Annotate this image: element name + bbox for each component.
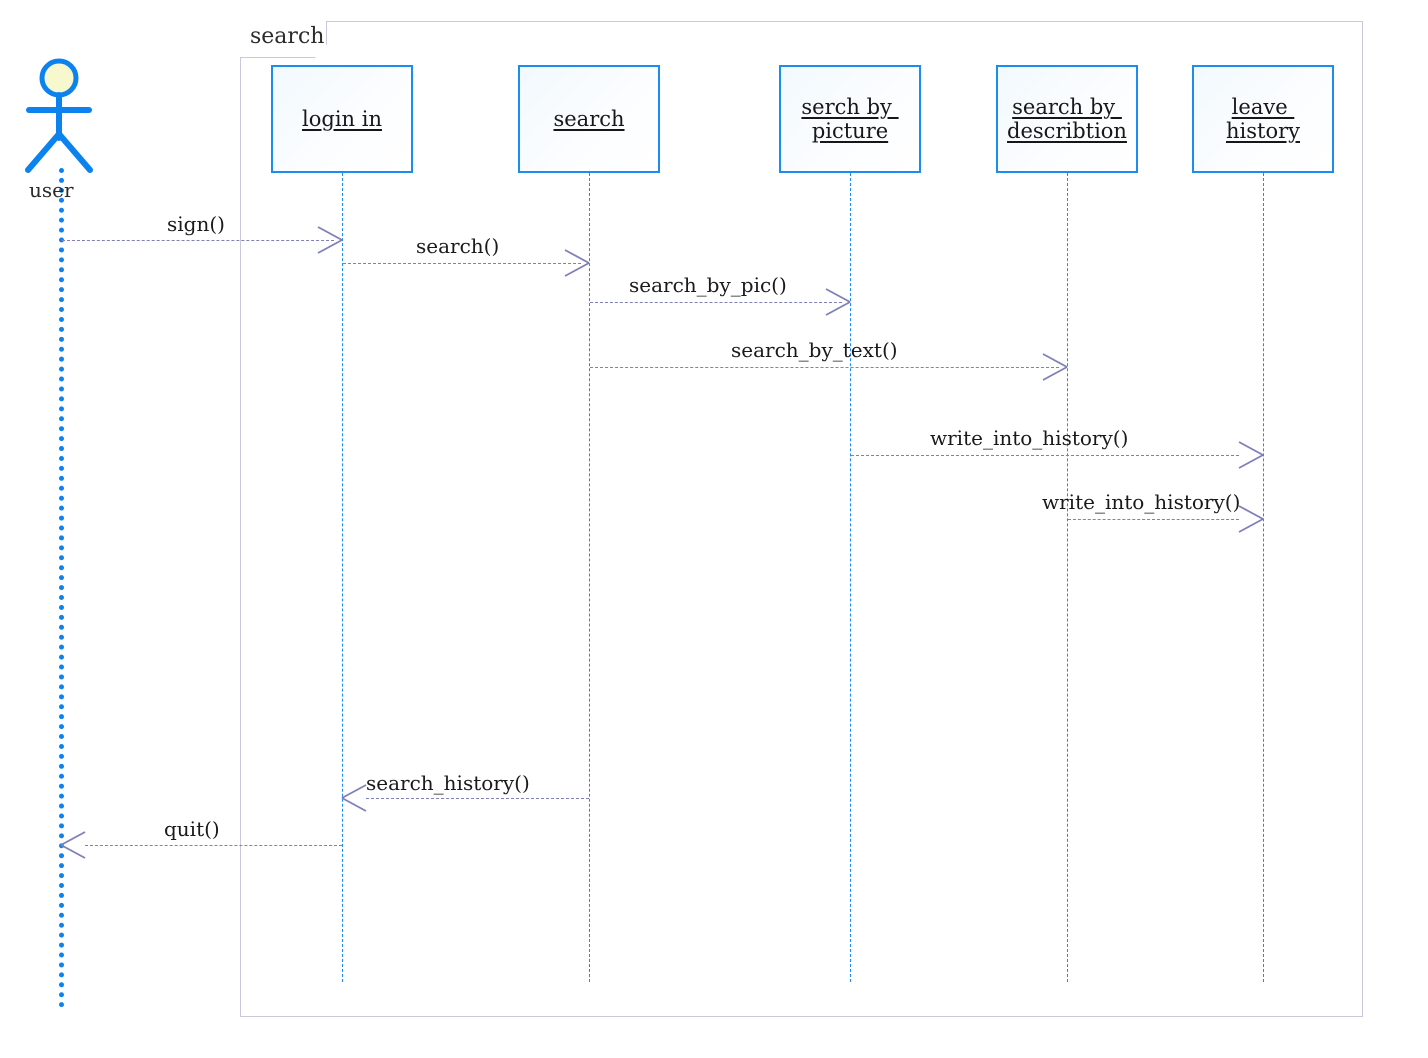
message-line-write-into-history-1 bbox=[851, 455, 1239, 456]
lifeline-box-login-in[interactable]: login in bbox=[271, 65, 413, 173]
message-label-quit: quit() bbox=[164, 817, 220, 841]
lifeline-box-leave-history-label: leave history bbox=[1225, 94, 1300, 143]
lifeline-box-leave-history[interactable]: leave history bbox=[1192, 65, 1334, 173]
lifeline-search-by-describtion bbox=[1067, 173, 1068, 982]
interaction-frame-label: search bbox=[250, 24, 325, 49]
message-line-search bbox=[343, 263, 581, 264]
message-label-search: search() bbox=[416, 234, 500, 258]
message-line-sign bbox=[62, 240, 334, 241]
interaction-frame-tab bbox=[240, 21, 327, 58]
lifeline-box-search-by-describtion-label: search by describtion bbox=[1007, 94, 1127, 143]
lifeline-user bbox=[59, 168, 64, 1008]
lifeline-box-search-by-describtion[interactable]: search by describtion bbox=[996, 65, 1138, 173]
lifeline-box-search-label: search bbox=[553, 106, 625, 131]
actor-user-label: user bbox=[29, 178, 74, 202]
lifeline-search bbox=[589, 173, 590, 982]
lifeline-box-serch-by-picture-label: serch by picture bbox=[801, 94, 892, 143]
message-line-quit bbox=[85, 845, 342, 846]
message-label-write-into-history-1: write_into_history() bbox=[930, 426, 1129, 450]
interaction-frame bbox=[240, 21, 1363, 1017]
message-line-search-history bbox=[366, 798, 589, 799]
message-label-search-by-text: search_by_text() bbox=[731, 338, 898, 362]
message-label-search-history: search_history() bbox=[366, 771, 530, 795]
message-line-write-into-history-2 bbox=[1068, 519, 1239, 520]
message-label-search-by-pic: search_by_pic() bbox=[629, 273, 787, 297]
lifeline-box-search[interactable]: search bbox=[518, 65, 660, 173]
message-line-search-by-pic bbox=[590, 302, 842, 303]
lifeline-box-serch-by-picture[interactable]: serch by picture bbox=[779, 65, 921, 173]
message-label-sign: sign() bbox=[167, 212, 225, 236]
message-line-search-by-text bbox=[590, 367, 1059, 368]
lifeline-login-in bbox=[342, 173, 343, 982]
message-label-write-into-history-2: write_into_history() bbox=[1042, 490, 1241, 514]
actor-user-icon bbox=[18, 58, 100, 174]
lifeline-serch-by-picture bbox=[850, 173, 851, 982]
lifeline-box-login-in-label: login in bbox=[302, 106, 382, 131]
lifeline-leave-history bbox=[1263, 173, 1264, 982]
